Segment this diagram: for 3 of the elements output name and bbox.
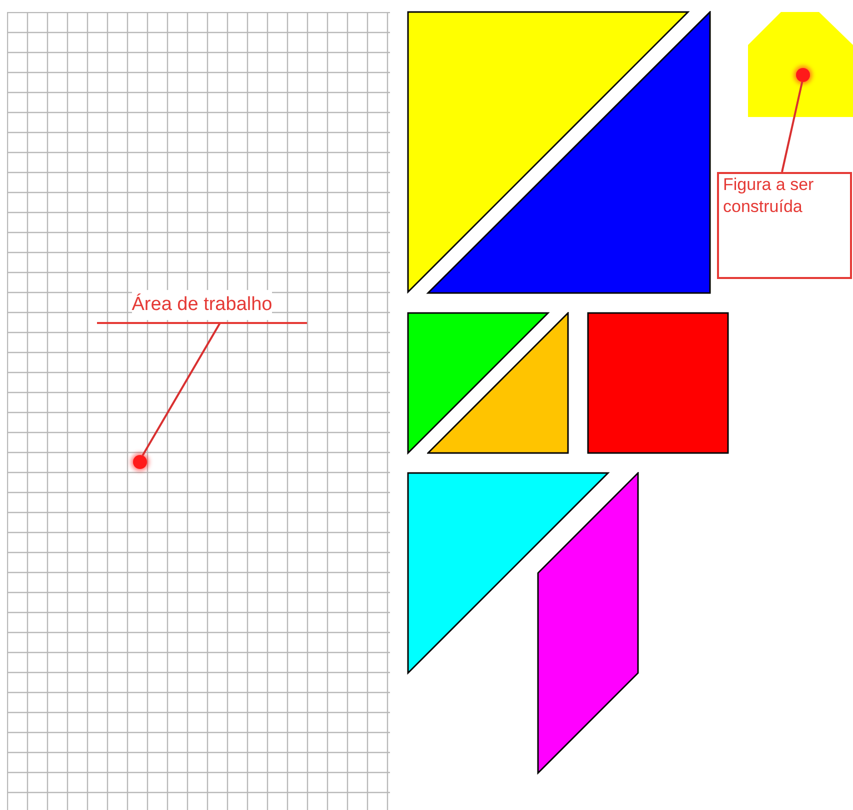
leader-line (781, 82, 804, 172)
label-text: Área de trabalho (132, 290, 272, 320)
leader-line (142, 322, 221, 456)
